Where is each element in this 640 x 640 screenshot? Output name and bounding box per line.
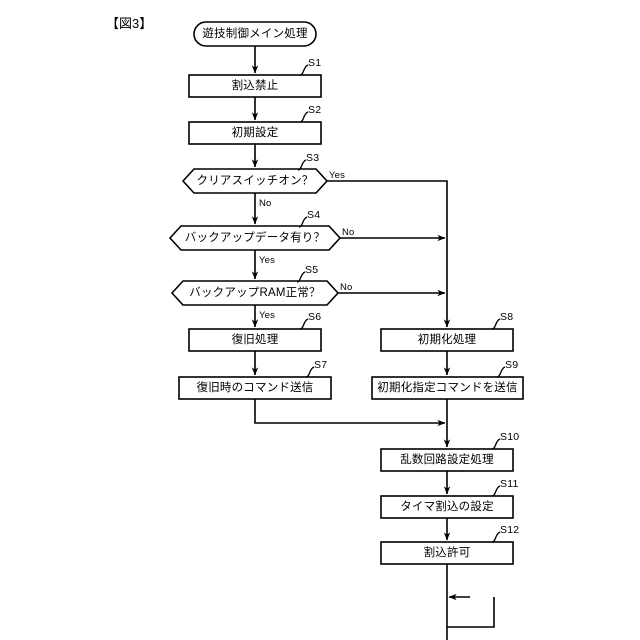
- leader-s9: [496, 366, 506, 378]
- leader-s1: [299, 64, 309, 76]
- node-s8-label: 初期化処理: [417, 333, 477, 346]
- node-s5-label: バックアップRAM正常？: [189, 286, 321, 299]
- step-label-s8: S8: [500, 311, 514, 323]
- leader-s12: [491, 531, 501, 543]
- edge-label-s4-yes: Yes: [259, 255, 276, 266]
- edge-label-s3-yes: Yes: [329, 170, 346, 181]
- leader-s4: [298, 216, 308, 228]
- loop-back-path: [447, 597, 495, 628]
- leader-s8: [491, 318, 501, 330]
- step-label-s2: S2: [308, 104, 322, 116]
- step-label-s9: S9: [505, 359, 519, 371]
- edge-s7-merge: [254, 399, 446, 427]
- edge-label-s5-no: No: [340, 282, 353, 293]
- node-s1-label: 割込禁止: [231, 79, 279, 92]
- step-label-s3: S3: [306, 152, 320, 164]
- step-label-s12: S12: [500, 524, 520, 536]
- edge-label-s5-yes: Yes: [259, 310, 276, 321]
- node-s4-label: バックアップデータ有り？: [184, 231, 326, 244]
- leader-s2: [299, 111, 309, 123]
- node-s12-label: 割込許可: [423, 546, 471, 559]
- step-label-s5: S5: [305, 264, 319, 276]
- node-s10-label: 乱数回路設定処理: [400, 453, 494, 466]
- leader-s10: [491, 438, 501, 450]
- node-s2-label: 初期設定: [231, 126, 279, 139]
- leader-s6: [299, 318, 309, 330]
- step-label-s4: S4: [307, 209, 321, 221]
- edge-s3-yes: [327, 180, 451, 328]
- figure-title: 【図3】: [106, 16, 153, 31]
- step-label-s1: S1: [308, 57, 322, 69]
- node-s3-label: クリアスイッチオン？: [196, 174, 314, 187]
- leader-s3: [297, 159, 307, 171]
- step-label-s10: S10: [500, 431, 520, 443]
- edge-label-s3-no: No: [259, 198, 272, 209]
- step-label-s7: S7: [314, 359, 328, 371]
- leader-s7: [305, 366, 315, 378]
- leader-s11: [491, 485, 501, 497]
- step-label-s6: S6: [308, 311, 322, 323]
- node-s11-label: タイマ割込の設定: [400, 500, 494, 513]
- step-label-s11: S11: [500, 478, 519, 490]
- node-s7-label: 復旧時のコマンド送信: [196, 381, 314, 394]
- node-s6-label: 復旧処理: [231, 333, 279, 346]
- leader-s5: [296, 271, 306, 283]
- edge-label-s4-no: No: [342, 227, 355, 238]
- node-s9-label: 初期化指定コマンドを送信: [377, 381, 518, 394]
- node-start-label: 遊技制御メイン処理: [202, 27, 308, 40]
